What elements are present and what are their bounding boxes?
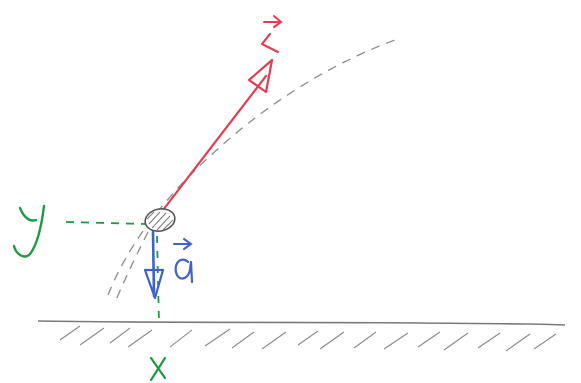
acceleration-label: a — [174, 261, 187, 286]
acceleration-label-glyph — [174, 258, 194, 284]
velocity-shaft — [161, 74, 268, 212]
velocity-label: v — [263, 28, 278, 56]
x-marker-glyph — [149, 356, 167, 382]
velocity-vector — [161, 15, 283, 212]
x-marker-label: x — [149, 356, 165, 383]
ball-shading — [146, 211, 174, 231]
acceleration-vector — [143, 230, 194, 300]
velocity-arrowhead — [247, 58, 274, 94]
acceleration-arrowhead — [143, 268, 165, 300]
acceleration-label-arrow — [173, 238, 193, 250]
velocity-label-glyph — [260, 32, 280, 54]
y-marker-dash — [65, 221, 147, 225]
ground-line — [37, 320, 566, 326]
y-marker-glyph — [12, 204, 46, 258]
velocity-label-arrow — [263, 15, 283, 28]
acceleration-shaft — [151, 230, 156, 298]
y-marker — [12, 204, 147, 258]
y-marker-label: y — [13, 218, 34, 256]
ground — [37, 320, 566, 352]
ground-hatching — [59, 325, 557, 352]
trajectory-ascending — [107, 39, 396, 296]
projectile-ball — [144, 207, 176, 233]
x-marker — [149, 235, 167, 382]
trajectory-descending-left — [115, 231, 149, 301]
trajectory — [107, 39, 396, 301]
x-marker-dash — [156, 235, 160, 325]
